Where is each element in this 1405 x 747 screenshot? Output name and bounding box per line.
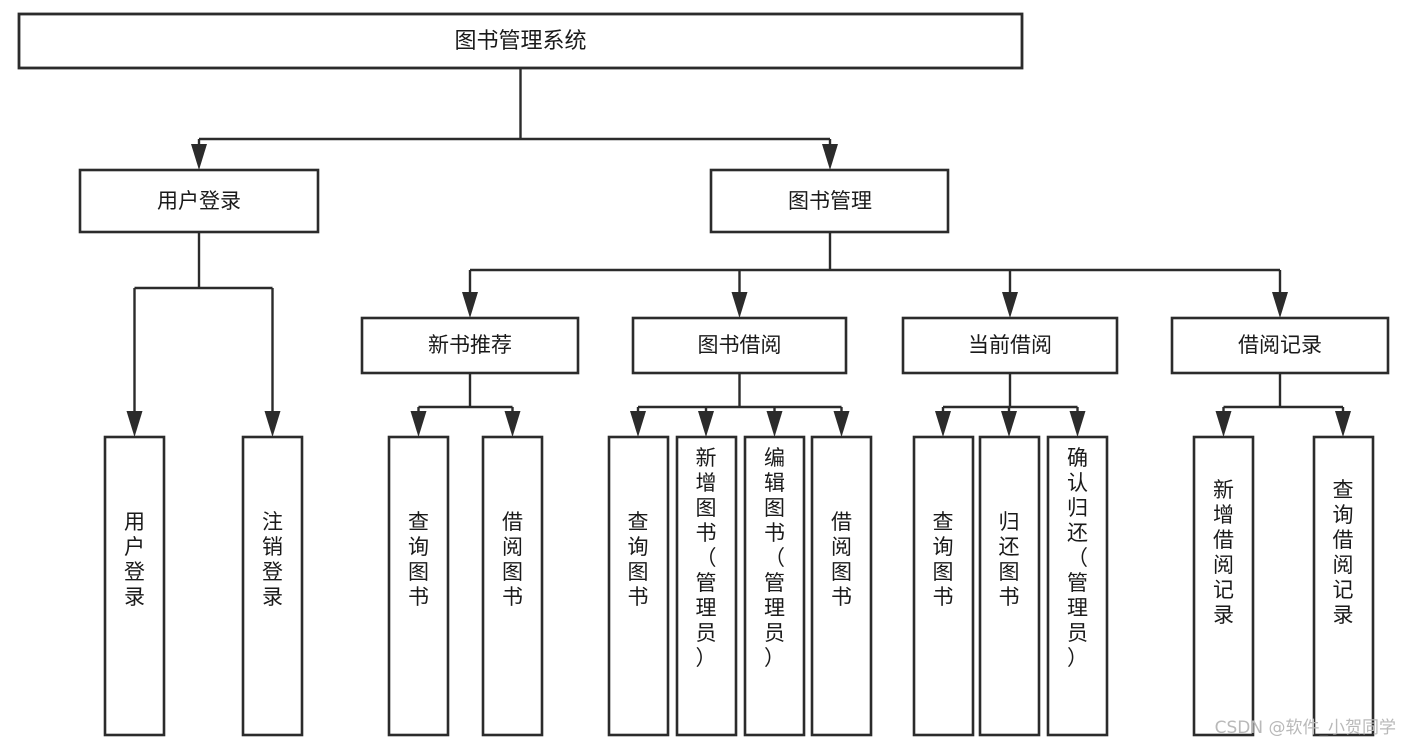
arrow-to-leaf-query-book-1 [410, 411, 427, 437]
node-borrow-record-box[interactable] [1170, 316, 1390, 375]
node-leaf-query-book-3-label: 查询图书 [933, 510, 954, 609]
node-borrow-record-label: 借阅记录 [1238, 333, 1322, 357]
arrow-to-leaf-user-login [126, 411, 143, 437]
arrow-to-leaf-add-book [698, 411, 714, 437]
watermark-label: CSDN @软件_小贺同学 [1215, 718, 1396, 738]
node-user-login[interactable]: 用户登录 [78, 168, 320, 234]
node-leaf-add-record-box[interactable] [1192, 435, 1255, 737]
arrow-to-borrow-record [1272, 292, 1288, 318]
node-leaf-confirm-return-label: 确认归还（管理员） [1067, 446, 1088, 670]
node-book-manage-box[interactable] [709, 168, 950, 234]
node-leaf-return-book[interactable]: 归还图书 [978, 435, 1041, 737]
node-leaf-borrow-book-2-label: 借阅图书 [831, 510, 852, 609]
node-leaf-user-logout-box[interactable] [241, 435, 304, 737]
node-leaf-query-book-3-box[interactable] [912, 435, 975, 737]
node-leaf-confirm-return-box[interactable] [1046, 435, 1109, 737]
arrow-to-leaf-confirm-return [1069, 411, 1086, 437]
node-leaf-add-book[interactable]: 新增图书（管理员） [675, 435, 738, 737]
node-leaf-add-book-label: 新增图书（管理员） [696, 446, 717, 670]
node-book-borrow-box[interactable] [631, 316, 848, 375]
node-leaf-edit-book-label: 编辑图书（管理员） [764, 446, 785, 670]
node-leaf-query-record[interactable]: 查询借阅记录 [1312, 435, 1375, 737]
arrow-to-leaf-query-record [1335, 411, 1351, 437]
arrow-to-leaf-borrow-book-1 [504, 411, 521, 437]
node-new-book-recommend-box[interactable] [360, 316, 580, 375]
node-new-book-recommend-label: 新书推荐 [428, 333, 512, 357]
node-current-borrow[interactable]: 当前借阅 [901, 316, 1119, 375]
node-leaf-user-login-box[interactable] [103, 435, 166, 737]
node-leaf-query-book-1[interactable]: 查询图书 [387, 435, 450, 737]
node-borrow-record[interactable]: 借阅记录 [1170, 316, 1390, 375]
node-leaf-query-book-1-box[interactable] [387, 435, 450, 737]
node-leaf-confirm-return[interactable]: 确认归还（管理员） [1046, 435, 1109, 737]
node-leaf-add-record-label: 新增借阅记录 [1213, 478, 1234, 627]
node-leaf-query-record-label: 查询借阅记录 [1333, 478, 1354, 627]
node-leaf-return-book-label: 归还图书 [999, 510, 1020, 609]
node-leaf-borrow-book-2-box[interactable] [810, 435, 873, 737]
node-leaf-borrow-book-1-label: 借阅图书 [502, 510, 523, 609]
node-book-manage-label: 图书管理 [788, 189, 872, 213]
arrow-root-to-book-manage [822, 144, 838, 170]
node-user-login-label: 用户登录 [157, 189, 241, 213]
node-new-book-recommend[interactable]: 新书推荐 [360, 316, 580, 375]
node-leaf-query-book-2[interactable]: 查询图书 [607, 435, 670, 737]
node-leaf-query-record-box[interactable] [1312, 435, 1375, 737]
arrow-to-leaf-borrow-book-2 [833, 411, 850, 437]
node-root-box[interactable] [17, 12, 1024, 70]
node-current-borrow-label: 当前借阅 [968, 333, 1052, 357]
node-leaf-borrow-book-1-box[interactable] [481, 435, 544, 737]
connector-layer [126, 68, 1351, 437]
arrow-to-book-borrow [731, 292, 748, 318]
arrow-root-to-user-login [191, 144, 207, 170]
node-leaf-user-login-label: 用户登录 [124, 510, 145, 609]
node-leaf-query-book-2-label: 查询图书 [628, 510, 649, 609]
arrow-to-leaf-edit-book [766, 411, 783, 437]
arrow-to-new-book-recommend [462, 292, 478, 318]
node-book-manage[interactable]: 图书管理 [709, 168, 950, 234]
node-leaf-user-logout[interactable]: 注销登录 [241, 435, 304, 737]
node-leaf-return-book-box[interactable] [978, 435, 1041, 737]
node-book-borrow[interactable]: 图书借阅 [631, 316, 848, 375]
arrow-to-leaf-return-book [1001, 411, 1017, 437]
node-current-borrow-box[interactable] [901, 316, 1119, 375]
node-leaf-query-book-2-box[interactable] [607, 435, 670, 737]
node-leaf-user-login[interactable]: 用户登录 [103, 435, 166, 737]
node-leaf-edit-book-box[interactable] [743, 435, 806, 737]
node-root[interactable]: 图书管理系统 [17, 12, 1024, 70]
node-user-login-box[interactable] [78, 168, 320, 234]
node-leaf-query-book-3[interactable]: 查询图书 [912, 435, 975, 737]
node-leaf-borrow-book-2[interactable]: 借阅图书 [810, 435, 873, 737]
arrow-to-leaf-add-record [1215, 411, 1232, 437]
node-leaf-borrow-book-1[interactable]: 借阅图书 [481, 435, 544, 737]
node-leaf-add-book-box[interactable] [675, 435, 738, 737]
arrow-to-leaf-query-book-2 [630, 411, 646, 437]
node-leaf-query-book-1-label: 查询图书 [408, 510, 429, 609]
arrow-to-current-borrow [1002, 292, 1018, 318]
node-root-label: 图书管理系统 [454, 29, 586, 54]
node-book-borrow-label: 图书借阅 [698, 333, 782, 357]
node-leaf-add-record[interactable]: 新增借阅记录 [1192, 435, 1255, 737]
arrow-to-leaf-user-logout [264, 411, 281, 437]
node-leaf-edit-book[interactable]: 编辑图书（管理员） [743, 435, 806, 737]
arrow-to-leaf-query-book-3 [935, 411, 951, 437]
node-leaf-user-logout-label: 注销登录 [262, 510, 283, 609]
